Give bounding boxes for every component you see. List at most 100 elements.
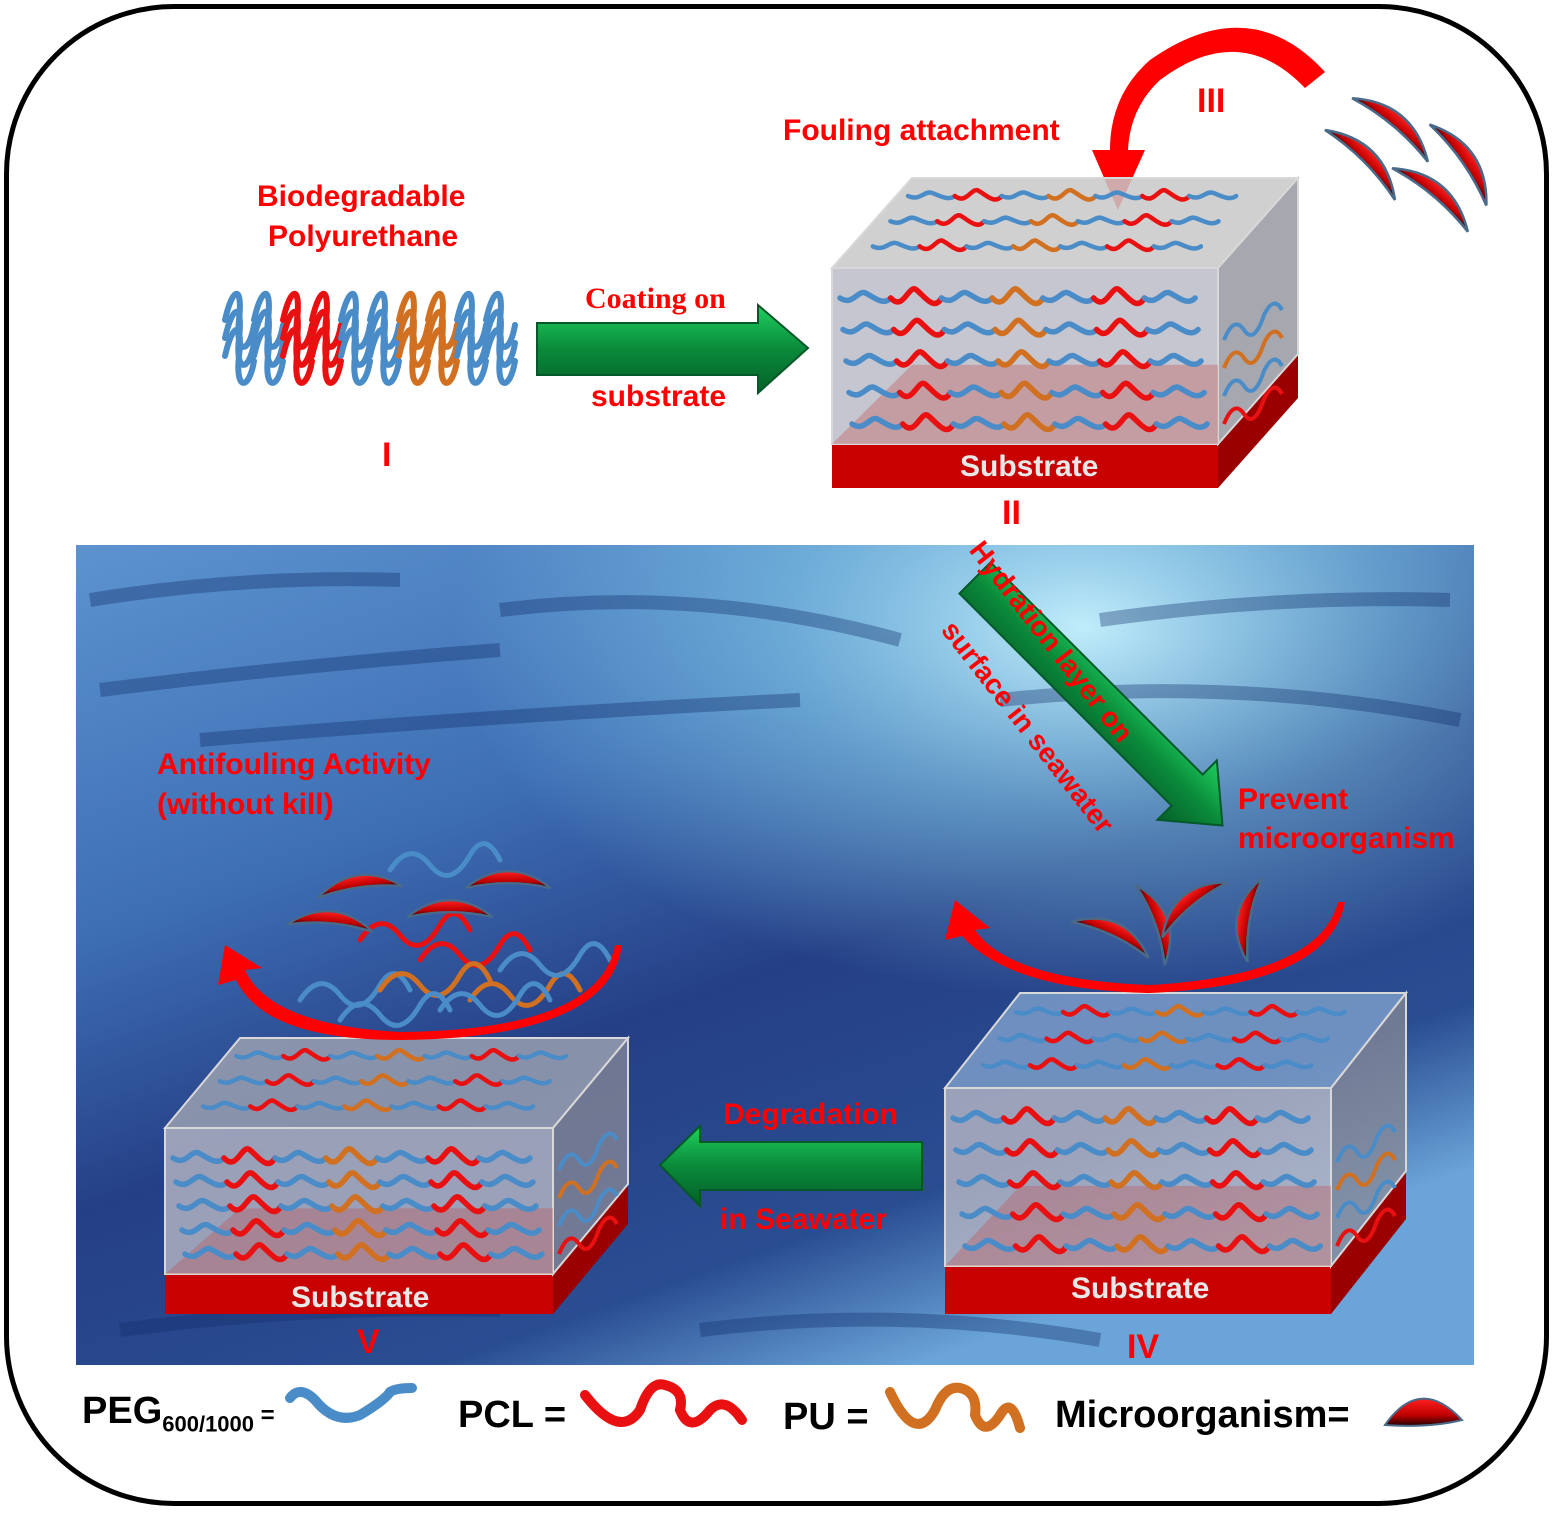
polymer-chain-segment <box>1184 1032 1237 1043</box>
polymer-chain-segment <box>953 1141 1010 1156</box>
polymer-chain-segment <box>1121 1057 1173 1071</box>
coating-arrow-label-bottom: substrate <box>591 380 727 413</box>
antifouling-label-line2: (without kill) <box>157 788 334 821</box>
polymer-chain-segment <box>1263 1205 1320 1220</box>
tangle-strand <box>483 326 518 386</box>
polymer-chain-segment <box>1054 1141 1111 1156</box>
polymer-chain-segment <box>1248 1003 1300 1018</box>
polymer-tangle <box>222 290 518 386</box>
stage-v-numeral: V <box>357 1323 380 1361</box>
polymer-chain-segment <box>281 1221 338 1236</box>
polymer-chain-segment <box>281 1047 333 1062</box>
polymer-chain-segment <box>1278 1032 1331 1043</box>
polymer-chain-segment <box>1096 349 1154 370</box>
ocean-wave <box>199 693 801 747</box>
ocean-wave <box>99 643 501 697</box>
stage-iv-numeral: IV <box>1127 1328 1160 1366</box>
legend-peg-subscript: 600/1000 <box>162 1411 255 1437</box>
substrate-front <box>165 1274 553 1314</box>
rounded-frame <box>4 4 1549 1506</box>
polymer-chain-segment <box>1057 1173 1114 1188</box>
polymer-chain-segment <box>328 1050 380 1061</box>
substrate-front <box>945 1266 1331 1314</box>
polymer-chain-segment <box>1060 1205 1117 1220</box>
coating-arrow <box>536 302 810 396</box>
polymer-chain-segment <box>323 1146 380 1167</box>
polymer-chain-segment <box>1104 238 1157 253</box>
polymer-chain-segment <box>217 1075 270 1086</box>
polymer-chain-segment <box>1046 187 1098 202</box>
polymer-chain-segment <box>917 238 969 253</box>
polymer-chain-segment <box>941 321 998 336</box>
polymer-chain-segment <box>386 1245 443 1260</box>
polymer-chain-segment <box>1102 412 1160 433</box>
polymer-chain-side <box>1335 1123 1397 1163</box>
polymer-chain-segment <box>1168 1059 1220 1070</box>
polymer-chain-segment <box>1153 1109 1210 1124</box>
polymer-chain-segment <box>1058 240 1110 251</box>
polymer-chain-segment <box>997 1032 1049 1043</box>
polymer-chain-segment <box>896 380 954 401</box>
polymer-chain-segment <box>335 1242 392 1263</box>
polymer-chain-segment <box>890 317 948 338</box>
polymer-chain-segment <box>1295 1006 1347 1017</box>
polymer-chain-segment <box>224 1170 281 1191</box>
polymer-chain-segment <box>1027 1057 1080 1071</box>
polymer-chain-segment <box>437 1242 494 1263</box>
polymer-chain-segment <box>1012 1234 1070 1255</box>
polymer-chain-segment <box>1141 289 1198 304</box>
polymer-chain-segment <box>1203 1106 1261 1127</box>
polymer-chain-segment <box>453 1073 505 1087</box>
polymer-chain-segment <box>488 1245 545 1260</box>
polymer-chain-segment <box>377 1173 434 1188</box>
legend-peg: PEG600/1000 = <box>82 1390 275 1438</box>
polymer-chain-segment <box>436 1098 489 1113</box>
tangle-strand <box>396 326 431 386</box>
polymer-chain-segment <box>485 1221 542 1236</box>
polymer-chain-segment <box>469 1047 522 1062</box>
polymer-chain-segment <box>422 1050 475 1061</box>
polymer-chain-segment <box>1215 1234 1273 1255</box>
fouling-attachment-label: Fouling attachment <box>783 114 1060 147</box>
polymer-chain-segment <box>1001 412 1058 433</box>
polymer-chain-segment <box>837 289 894 304</box>
polymer-chain-segment <box>950 1109 1007 1124</box>
polymer-chain-segment <box>1201 1006 1253 1017</box>
microorganism-cluster-top <box>1323 83 1503 234</box>
ocean-wave <box>88 572 401 607</box>
polymer-chain-segment <box>405 1075 458 1086</box>
polymer-chain-segment <box>1151 240 1204 251</box>
polymer-chain-segment <box>1231 1030 1284 1045</box>
polymer-chain-segment <box>201 1100 253 1111</box>
polymer-chain-segment <box>1215 1057 1267 1071</box>
polymer-chain-segment <box>264 1073 317 1087</box>
polymer-chain-segment <box>326 1170 383 1191</box>
polymer-chain-segment <box>1260 1173 1317 1188</box>
polymer-chain-segment <box>389 1100 442 1111</box>
polymer-chain-segment <box>1169 215 1221 226</box>
stage-i-numeral: I <box>382 436 392 474</box>
polymer-chain-segment <box>516 1050 569 1061</box>
polymer-chain-segment <box>870 240 922 251</box>
polymer-chain-segment <box>1000 1106 1058 1127</box>
microorganism-icon <box>1383 1397 1464 1427</box>
polymer-chain-segment <box>311 1075 364 1086</box>
substrate-label-ii: Substrate <box>960 450 1099 483</box>
polymer-chain-segment <box>380 1197 437 1212</box>
stage-i-title-line2: Polyurethane <box>268 220 459 253</box>
loose-chain <box>357 911 473 948</box>
polymer-chain-segment <box>956 1173 1013 1188</box>
polymer-chain-segment <box>992 317 1049 338</box>
fouling-arc <box>1092 27 1325 211</box>
loose-chain <box>437 981 553 1018</box>
ocean-wave <box>699 1312 1102 1347</box>
tangle-strand <box>222 326 257 386</box>
polymer-chain-segment <box>1014 1006 1066 1017</box>
polymer-chain-segment <box>1150 384 1207 399</box>
polymer-chain-segment <box>1111 1202 1168 1223</box>
polymer-chain-segment <box>1028 213 1081 227</box>
substrate-label-v: Substrate <box>291 1281 430 1314</box>
legend-peg-eq: = <box>254 1402 275 1429</box>
polymer-chain-segment <box>1144 321 1201 336</box>
polymer-chain-segment <box>295 1100 347 1111</box>
